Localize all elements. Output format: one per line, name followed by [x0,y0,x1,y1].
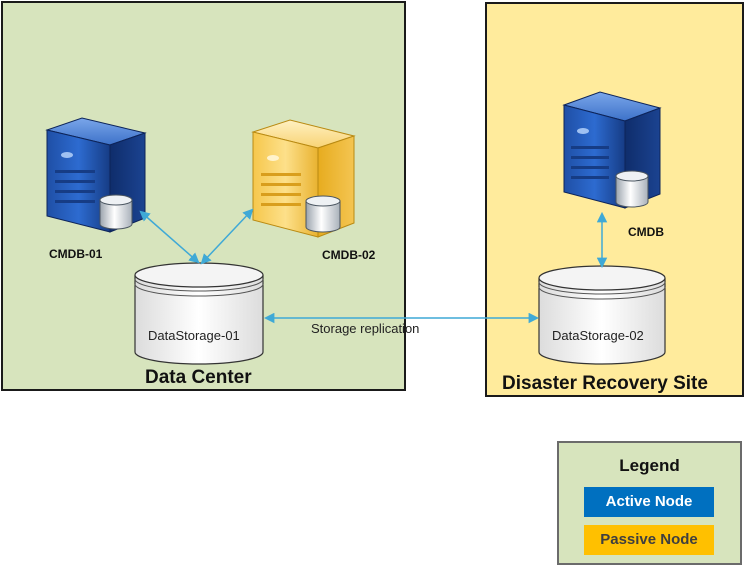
legend-box: Legend Active Node Passive Node [557,441,742,565]
data-center-title: Data Center [145,367,252,388]
legend-active-node: Active Node [584,487,714,517]
cmdb-01-server-icon [45,117,147,233]
cmdb-dr-server-icon [562,91,662,209]
link-cmdb02-ds01 [200,208,254,265]
cmdb-dr-label: CMDB [628,225,664,239]
legend-title: Legend [619,456,680,475]
dr-site-title: Disaster Recovery Site [502,373,708,394]
datastorage-01-label: DataStorage-01 [148,328,240,343]
storage-replication-label: Storage replication [311,321,420,336]
datastorage-02-label: DataStorage-02 [552,328,644,343]
link-cmdb01-ds01 [139,210,200,264]
legend-passive-node: Passive Node [584,525,714,555]
datastorage-01-cylinder-icon [134,262,264,365]
cmdb-02-server-icon [251,119,356,238]
cmdb-02-label: CMDB-02 [322,248,376,262]
cmdb-01-label: CMDB-01 [49,247,103,261]
datastorage-02-cylinder-icon [538,265,666,365]
